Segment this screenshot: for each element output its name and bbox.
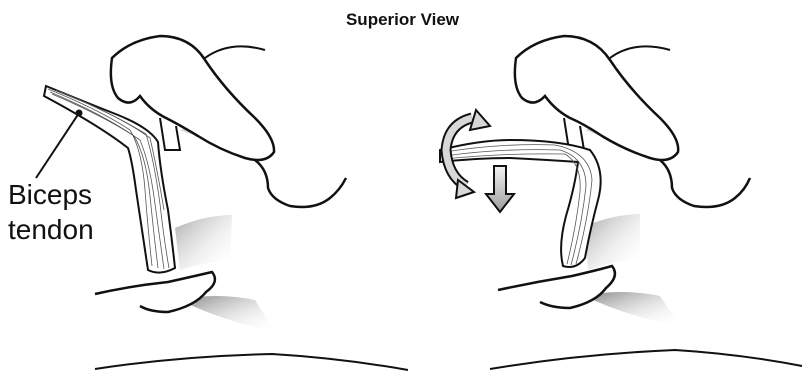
right-bone-right [660, 160, 750, 207]
left-bone-right [255, 160, 346, 207]
right-shadow-lower [585, 292, 680, 326]
left-base-outline [95, 354, 408, 370]
right-base-outline [490, 350, 802, 369]
left-bone-right-top [205, 46, 265, 58]
figure-title: Superior View [0, 10, 805, 30]
tendon-label-line2: tendon [8, 214, 94, 246]
tendon-leader-dot [76, 110, 83, 117]
down-arrow-icon [486, 166, 514, 212]
left-shadow-mid [175, 215, 232, 270]
right-bone-right-top [610, 46, 670, 58]
tendon-label-line1: Biceps [8, 179, 92, 211]
right-panel [440, 36, 802, 369]
tendon-leader-line [36, 113, 79, 178]
